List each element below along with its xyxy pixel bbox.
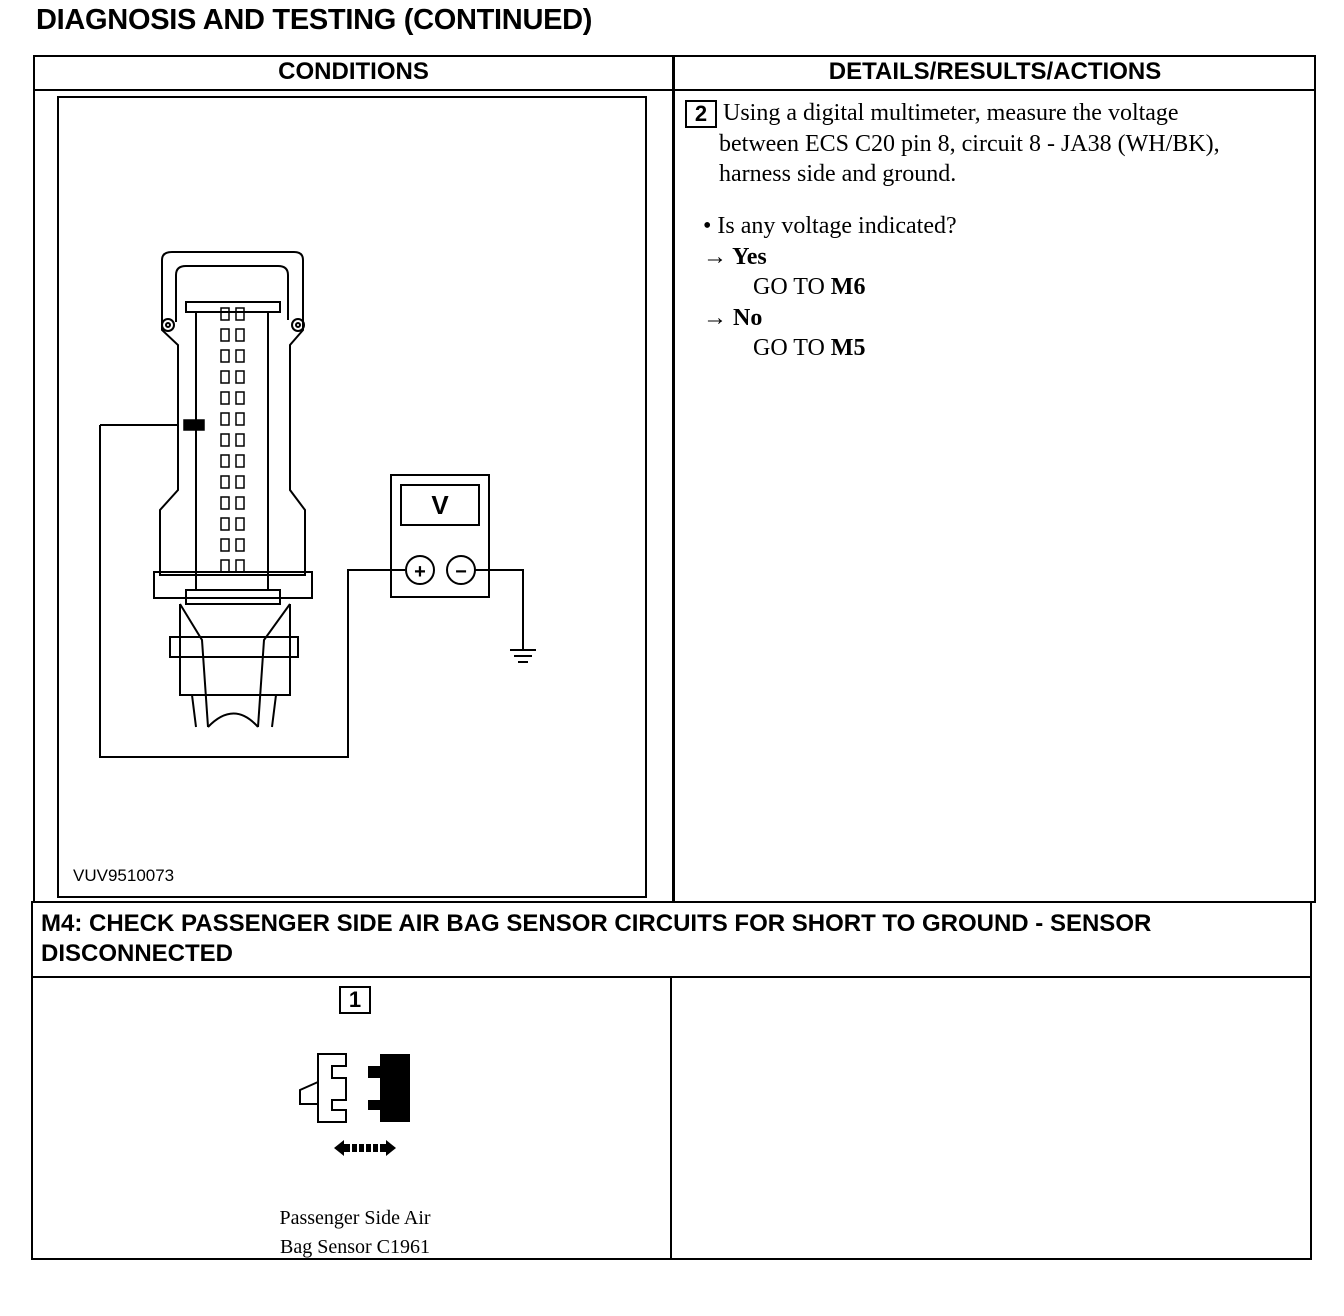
no-goto-link[interactable]: M5 <box>830 335 866 361</box>
m4-title: M4: CHECK PASSENGER SIDE AIR BAG SENSOR … <box>41 909 1311 969</box>
no-label: → No <box>703 304 763 331</box>
yes-action: GO TO M6 <box>753 272 1303 303</box>
instruction-line-2: between ECS C20 pin 8, circuit 8 - JA38 … <box>719 130 1220 157</box>
yes-goto-prefix: GO TO <box>753 274 831 300</box>
no-goto-prefix: GO TO <box>753 335 831 361</box>
header-conditions: CONDITIONS <box>278 58 429 85</box>
step-2-results: • Is any voltage indicated? → Yes GO TO … <box>703 211 1303 364</box>
m4-column-divider <box>670 977 672 1260</box>
instruction-line-3: harness side and ground. <box>719 161 957 187</box>
page-title: DIAGNOSIS AND TESTING (CONTINUED) <box>36 4 593 36</box>
step-number-box: 2 <box>685 100 717 128</box>
m4-title-line-2: DISCONNECTED <box>41 940 234 967</box>
no-action: GO TO M5 <box>753 333 1303 364</box>
step-2-instructions: 2 Using a digital multimeter, measure th… <box>685 98 1305 190</box>
m4-caption-line-2: Bag Sensor C1961 <box>280 1236 430 1258</box>
figure-frame <box>57 96 647 898</box>
m4-caption: Passenger Side Air Bag Sensor C1961 <box>200 1204 510 1262</box>
instruction-line-1: Using a digital multimeter, measure the … <box>723 100 1179 126</box>
yes-label: → Yes <box>703 243 767 270</box>
m4-step-number-box: 1 <box>339 986 371 1014</box>
m4-caption-line-1: Passenger Side Air <box>279 1207 431 1229</box>
m4-title-line-1: M4: CHECK PASSENGER SIDE AIR BAG SENSOR … <box>41 910 1152 937</box>
column-divider <box>672 55 675 903</box>
yes-goto-link[interactable]: M6 <box>830 274 866 300</box>
header-details: DETAILS/RESULTS/ACTIONS <box>828 58 1162 85</box>
question-text: • Is any voltage indicated? <box>703 213 957 239</box>
